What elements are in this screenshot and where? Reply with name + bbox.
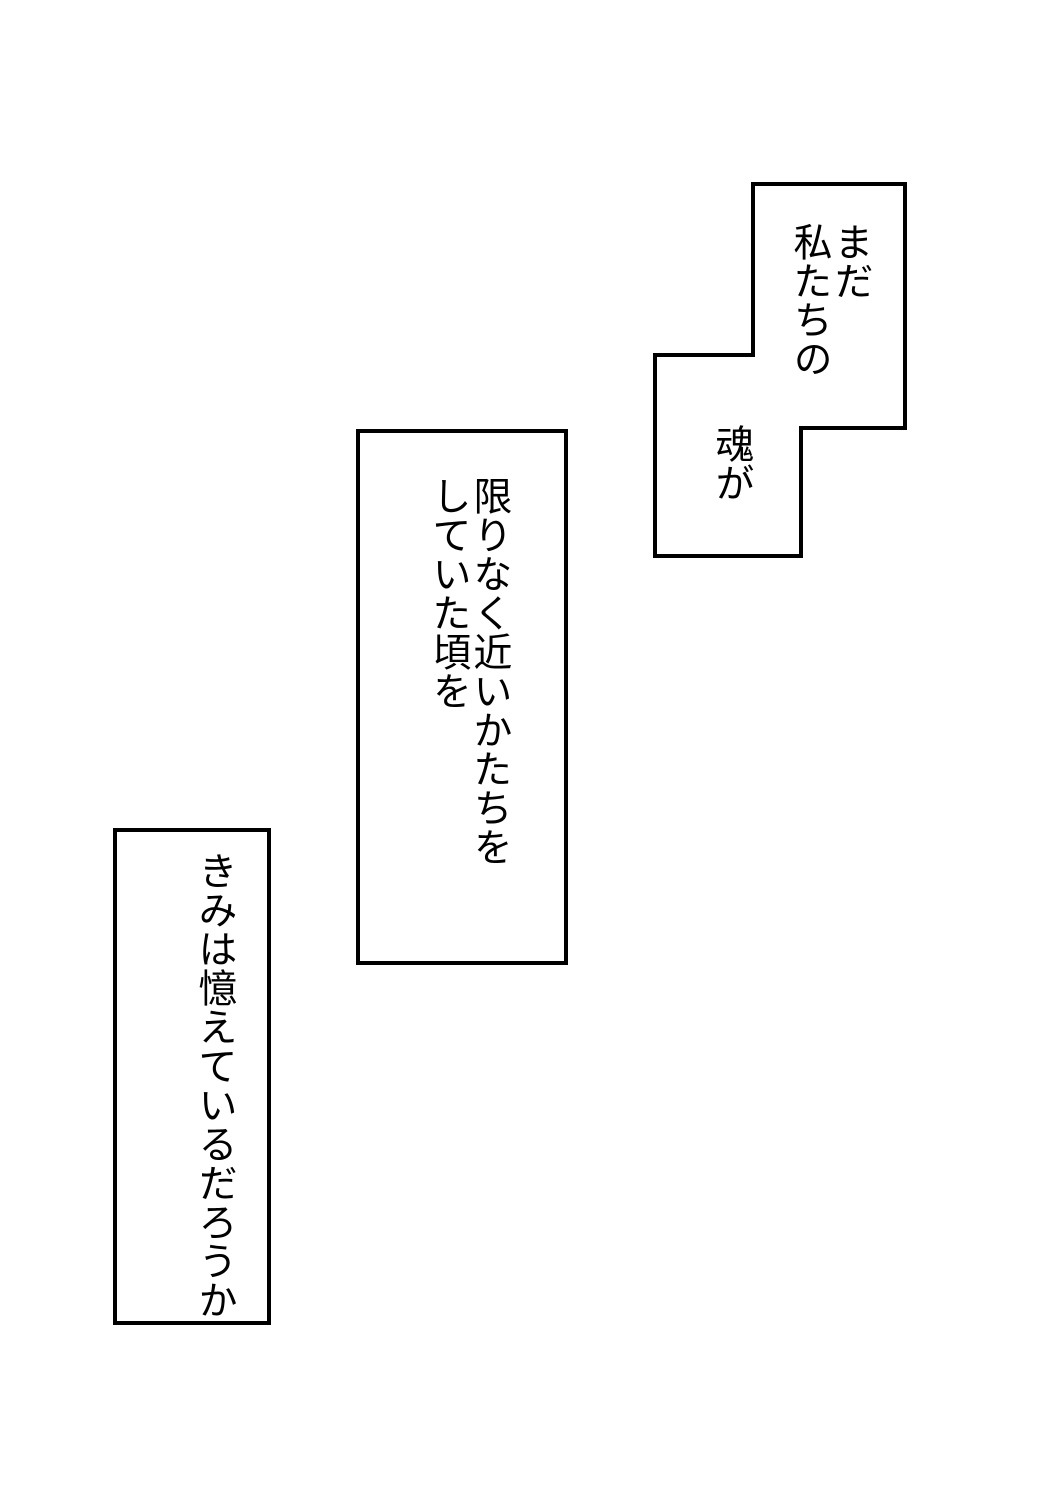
bubble3-text: きみは憶えているだろうか (192, 851, 236, 1319)
text-line: きみは憶えているだろうか (192, 851, 236, 1319)
text-line: まだ (828, 222, 872, 300)
bubble1-text-upper: まだ 私たちの (787, 222, 872, 378)
bubble1-text-lower: 魂が (709, 424, 753, 502)
caption-box-middle (356, 429, 568, 965)
speech-bubble-stepped (653, 182, 907, 558)
text-line: 私たちの (787, 222, 831, 378)
speech-bubble-stepped-outline (653, 182, 907, 558)
text-line: していた頃を (426, 476, 470, 710)
text-line: 限りなく近いかたちを (467, 476, 511, 866)
bubble2-text: 限りなく近いかたちを していた頃を (426, 476, 511, 866)
text-line: 魂が (709, 424, 753, 502)
caption-box-bottom-left (113, 828, 271, 1325)
